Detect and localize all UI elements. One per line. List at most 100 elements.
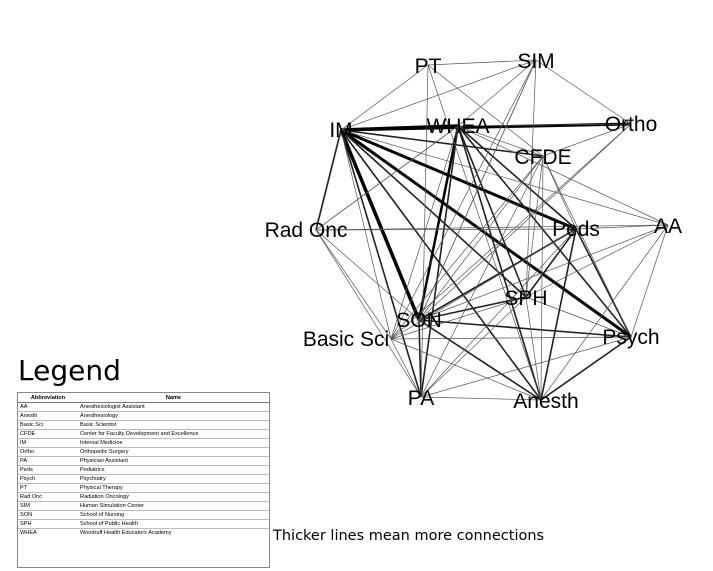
edge-SON-Anesth (418, 319, 542, 401)
edge-Peds-PA (420, 228, 577, 398)
legend-name: Center for Faculty Development and Excel… (78, 429, 269, 439)
edge-WHEA-Psych (457, 125, 632, 338)
node-pt: PT (415, 55, 442, 78)
legend-header-abbreviation: Abbreviation (18, 393, 78, 403)
legend-title: Legend (18, 354, 121, 387)
edge-IM-AA (340, 129, 669, 226)
legend-abbreviation: PT (18, 483, 78, 493)
edge-Peds-AA (575, 224, 669, 230)
edge-AA-SPH (525, 224, 669, 298)
thickness-note: Thicker lines mean more connections (273, 528, 545, 544)
edge-SON-SPH (418, 296, 527, 321)
legend-abbreviation: Anesth (18, 411, 78, 421)
edge-WHEA-SIM (457, 59, 537, 127)
edge-WHEA-Peds (457, 125, 577, 230)
edge-IM-Anesth (340, 129, 542, 401)
legend-name: Internal Medicine (78, 438, 269, 448)
edge-CFDE-PA (420, 155, 544, 398)
edge-IM-PA (340, 129, 422, 398)
edge-SPH-Anesth (525, 296, 542, 401)
edge-RadOnc-WHEA (315, 125, 459, 231)
edge-BasicSci-Anesth (390, 338, 542, 401)
legend-name: Psychiatry (78, 474, 269, 484)
edge-RadOnc-BasicSci (315, 229, 392, 340)
edge-RadOnc-PA (315, 229, 422, 398)
node-pa: PA (408, 387, 434, 410)
legend-name: School of Public Health (78, 519, 269, 529)
edge-Peds-SPH (525, 228, 577, 298)
edge-IM-RadOnc (315, 129, 342, 231)
legend-abbreviation: CFDE (18, 429, 78, 439)
edge-SON-CFDE (418, 155, 544, 321)
edge-IM-SPH (340, 129, 527, 298)
legend-abbreviation: Psych (18, 474, 78, 484)
edge-SIM-BasicSci (390, 59, 537, 340)
edge-PT-SIM (427, 59, 537, 66)
edge-SPH-CFDE (525, 155, 544, 298)
edge-SON-Ortho (418, 123, 632, 321)
legend-name: Human Simulation Center (78, 501, 269, 511)
node-aa: AA (654, 215, 682, 238)
edge-RadOnc-AA (315, 224, 669, 231)
edge-CFDE-Anesth (540, 155, 544, 401)
edge-Psych-PA (420, 336, 632, 398)
node-whea: WHEA (427, 115, 490, 138)
edge-Ortho-BasicSci (390, 123, 632, 340)
edge-BasicSci-Psych (390, 336, 632, 340)
edge-PT-Anesth (427, 64, 542, 401)
edge-WHEA-SPH (457, 125, 527, 298)
edge-IM-Psych (340, 128, 632, 339)
edge-SON-RadOnc (315, 229, 420, 321)
legend-abbreviation: SIM (18, 501, 78, 511)
edge-SON-PA (418, 319, 422, 398)
edge-IM-SON (339, 129, 421, 321)
legend-name: School of Nursing (78, 510, 269, 520)
edge-PT-PA (420, 64, 429, 398)
legend-abbreviation: SON (18, 510, 78, 520)
edge-Peds-Anesth (540, 228, 577, 401)
edge-SPH-BasicSci (390, 296, 527, 340)
node-son: SON (396, 309, 442, 332)
node-peds: Peds (552, 218, 600, 241)
edge-IM-PT (340, 64, 429, 131)
node-ortho: Ortho (605, 113, 658, 136)
edge-Psych-SPH (525, 296, 632, 338)
legend-abbreviation: PA (18, 456, 78, 466)
edge-Psych-Anesth (540, 336, 632, 401)
edge-IM-CFDE (340, 129, 544, 157)
edge-SIM-SON (418, 59, 537, 321)
legend-name: Woodruff Health Educators Academy (78, 528, 269, 537)
legend-abbreviation: SPH (18, 519, 78, 529)
edge-layer (315, 59, 669, 401)
edge-WHEA-Anesth (457, 125, 542, 401)
node-psych: Psych (602, 326, 659, 349)
edge-WHEA-SON (417, 125, 460, 321)
edge-AA-Anesth (540, 224, 669, 401)
legend-abbreviation: Peds (18, 465, 78, 475)
edge-IM-Peds (340, 128, 577, 231)
legend-abbreviation: Rad Onc (18, 492, 78, 502)
legend-name: Orthopedic Surgery (78, 447, 269, 457)
edge-Ortho-CFDE (542, 123, 632, 157)
edge-SIM-Ortho (535, 59, 632, 125)
legend-name: Anesthesiology (78, 411, 269, 421)
legend-name: Pediatrics (78, 465, 269, 475)
node-basicsci: Basic Sci (303, 328, 389, 351)
edge-Peds-RadOnc (315, 228, 577, 231)
